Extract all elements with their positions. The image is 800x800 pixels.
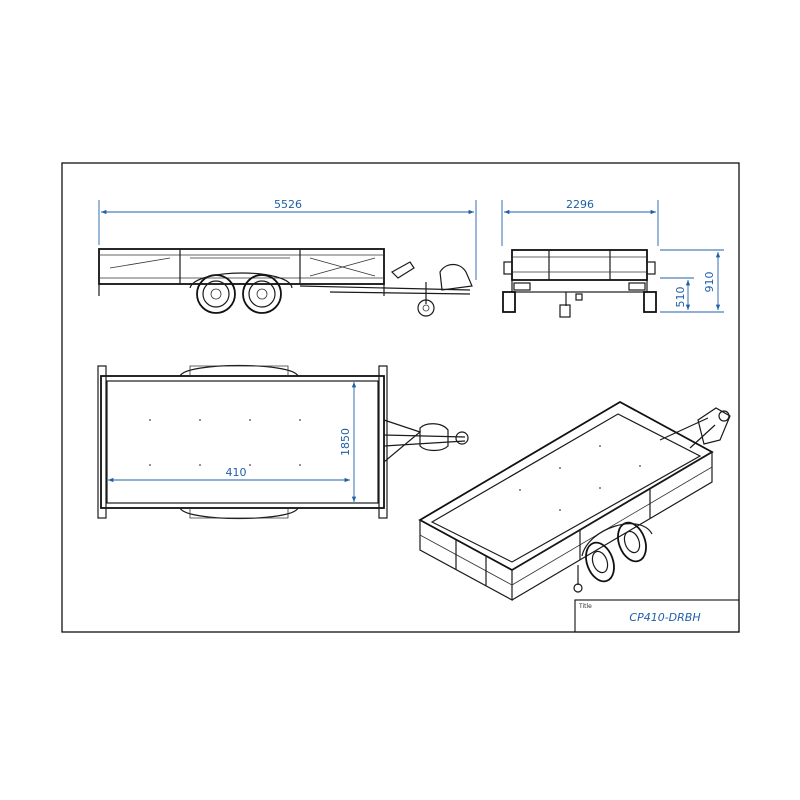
drawing-frame (61, 162, 740, 633)
rear-body (511, 249, 648, 281)
title-block: Title CP410-DRBH (574, 599, 740, 633)
side-view: 5526 (98, 198, 477, 317)
isometric-view (418, 400, 731, 602)
dim-top-length-label: 410 (226, 466, 247, 479)
dim-rear-width: 2296 (501, 198, 659, 246)
rear-view: 2296 910 510 (501, 198, 724, 318)
dim-rear-bed-height-label: 510 (674, 287, 687, 308)
side-body (98, 248, 385, 285)
dim-side-length-label: 5526 (274, 198, 302, 211)
dim-top-width-label: 1850 (339, 428, 352, 456)
dim-rear-total-height: 910 (660, 249, 724, 313)
dim-top-width: 1850 (339, 382, 357, 502)
dim-side-length: 5526 (98, 198, 477, 280)
dim-top-length: 410 (108, 466, 350, 483)
dim-rear-bed-height: 510 (660, 277, 694, 310)
title-block-label: Title (578, 603, 592, 610)
dim-rear-total-height-label: 910 (703, 272, 716, 293)
side-wheels (189, 272, 293, 314)
top-view: 410 1850 (97, 364, 469, 520)
top-bed-dots (149, 419, 301, 466)
title-block-value: CP410-DRBH (629, 611, 700, 624)
dim-rear-width-label: 2296 (566, 198, 594, 211)
